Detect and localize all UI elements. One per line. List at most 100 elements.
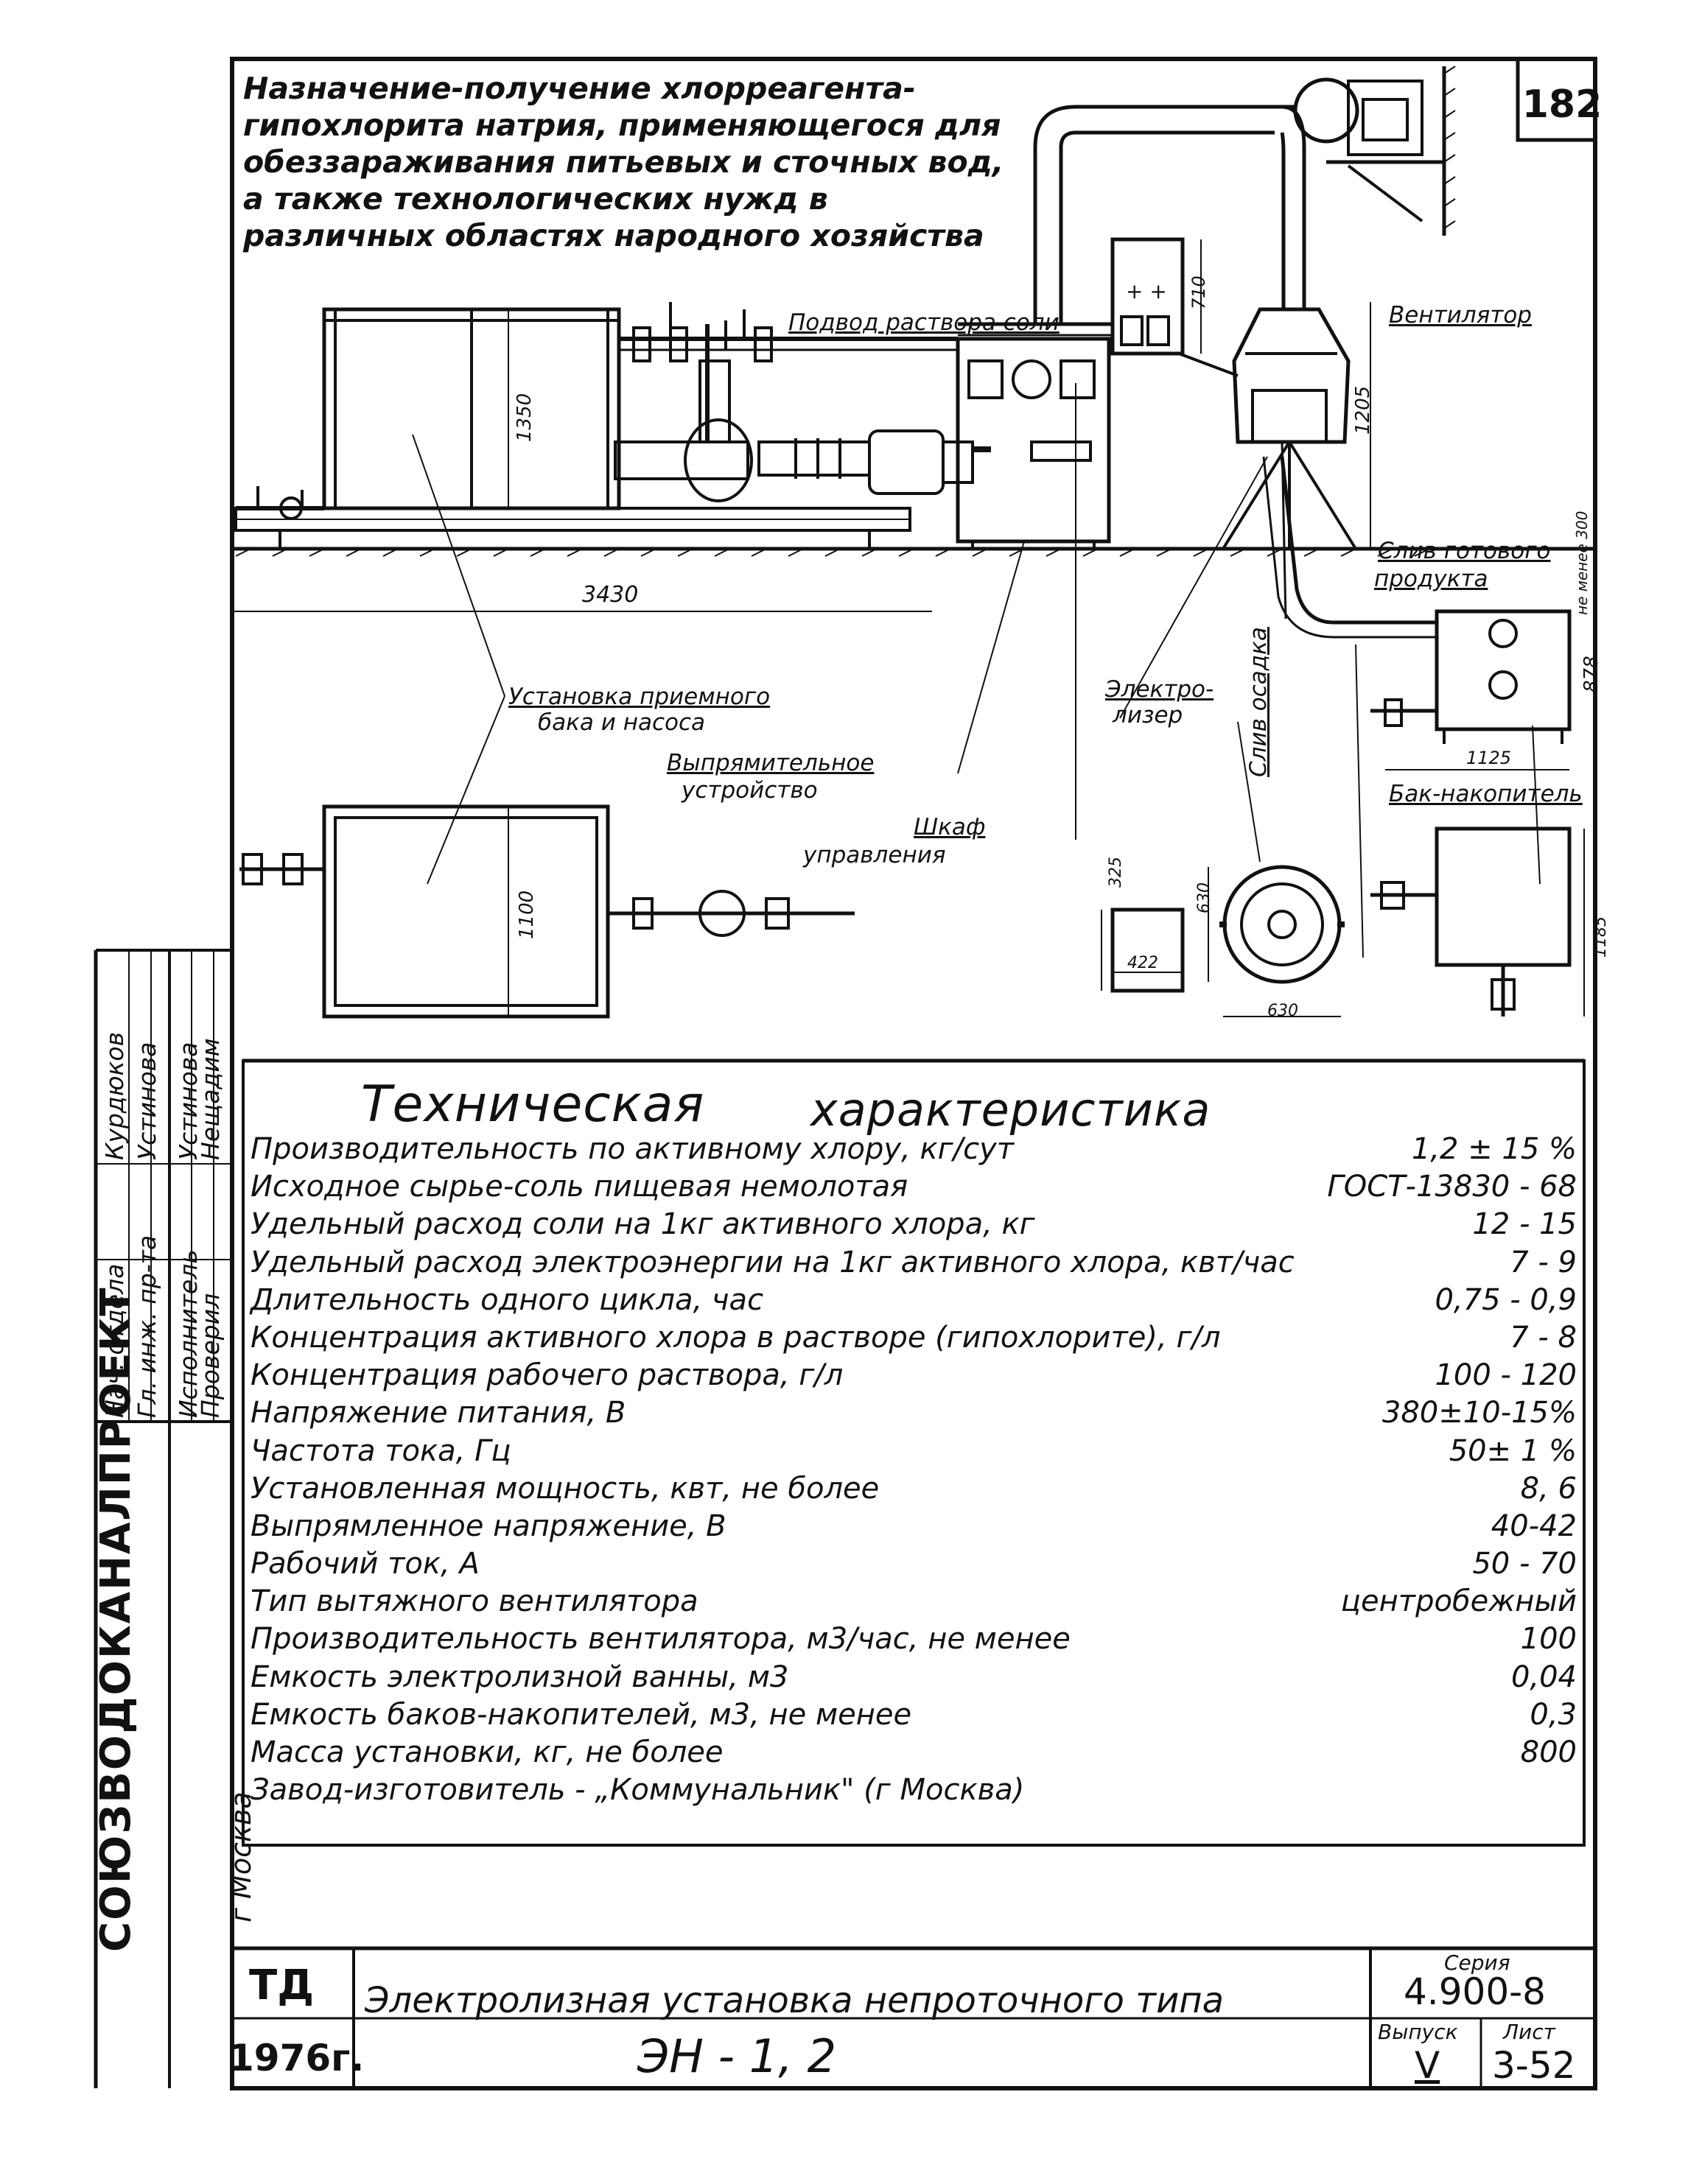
label-electrolyzer-2: лизер	[1113, 702, 1183, 728]
drawing-title: Электролизная установка непроточного тип…	[365, 1980, 1225, 2021]
spec-label: Емкость баков-накопителей, м3, не менее	[251, 1697, 912, 1732]
sheet-frame	[230, 57, 1597, 2090]
svg-text:+ +: + +	[1126, 279, 1167, 303]
spec-value: 800	[1520, 1735, 1577, 1769]
spec-row: Производительность вентилятора, м3/час, …	[251, 1621, 1591, 1658]
sheet-value: 3-52	[1492, 2044, 1576, 2087]
label-control-cabinet: Шкаф	[914, 814, 986, 840]
product-drain-pipe	[1262, 456, 1437, 639]
receiving-tank-elevation	[234, 307, 911, 549]
spec-row: Производительность по активному хлору, к…	[251, 1131, 1591, 1168]
spec-row: Рабочий ток, А 50 - 70	[251, 1545, 1591, 1583]
label-storage-tank: Бак-накопитель	[1389, 781, 1583, 807]
label-tank-pump-2: бака и насоса	[538, 709, 706, 736]
label-salt-supply: Подвод раствора соли	[788, 309, 1060, 336]
spec-value: 50 - 70	[1472, 1547, 1577, 1581]
spec-frame	[242, 1059, 1586, 1847]
ground-line	[232, 547, 1595, 557]
spec-label: Масса установки, кг, не более	[251, 1735, 724, 1769]
spec-row: Удельный расход соли на 1кг активного хл…	[251, 1206, 1591, 1243]
fan-duct	[1033, 105, 1306, 324]
spec-label: Напряжение питания, В	[251, 1396, 626, 1430]
spec-label: Производительность по активному хлору, к…	[251, 1132, 1015, 1166]
spec-title-b: характеристика	[810, 1083, 1211, 1137]
spec-value: 7 - 9	[1510, 1245, 1577, 1279]
dim-1100: 1100	[516, 890, 538, 939]
dim-878: 878	[1580, 656, 1603, 692]
dim-325: 325	[1107, 857, 1125, 888]
spec-value: 1,2 ± 15 %	[1411, 1132, 1577, 1166]
sheet-number-box	[1516, 57, 1597, 142]
spec-label: Рабочий ток, А	[251, 1547, 480, 1581]
sheet-number: 182	[1521, 82, 1603, 127]
spec-value: ГОСТ-13830 - 68	[1327, 1170, 1577, 1204]
spec-label: Тип вытяжного вентилятора	[251, 1584, 698, 1619]
storage-tank-elevation	[1370, 609, 1572, 744]
organization-city: г Москва	[225, 1791, 257, 1923]
spec-row: Концентрация активного хлора в растворе …	[251, 1319, 1591, 1357]
spec-value: 0,75 - 0,9	[1435, 1282, 1577, 1317]
label-product-drain: Слив готового	[1378, 538, 1551, 564]
label-electrolyzer: Электро-	[1105, 676, 1214, 703]
series-label: Серия	[1444, 1950, 1510, 1975]
electrolyzer-elevation	[1222, 307, 1357, 619]
dim-1205: 1205	[1352, 385, 1374, 435]
dim-630-b: 630	[1267, 1002, 1298, 1020]
receiving-tank-plan	[239, 804, 855, 1019]
spec-value: центробежный	[1340, 1584, 1577, 1619]
name-chief-engineer: Устинова	[133, 1042, 161, 1160]
doc-year: 1976г.	[228, 2037, 365, 2079]
role-checked: Проверил	[196, 1293, 225, 1418]
spec-row: Удельный расход электроэнергии на 1кг ак…	[251, 1244, 1591, 1282]
dim-1350: 1350	[514, 393, 536, 442]
spec-row: Завод-изготовитель - „Коммунальник" (г М…	[251, 1772, 1591, 1809]
spec-label: Удельный расход соли на 1кг активного хл…	[251, 1207, 1035, 1242]
spec-row: Емкость баков-накопителей, м3, не менее 0…	[251, 1696, 1591, 1734]
spec-label: Длительность одного цикла, час	[251, 1282, 764, 1317]
spec-value: 100 - 120	[1435, 1358, 1577, 1393]
dim-710: 710	[1188, 275, 1209, 309]
spec-value: 7 - 8	[1510, 1320, 1577, 1355]
fan-unit	[1293, 66, 1456, 236]
role-chief-engineer: Гл. инж. пр-та	[133, 1235, 161, 1418]
spec-label: Концентрация активного хлора в растворе …	[251, 1320, 1221, 1355]
spec-value: 40-42	[1491, 1509, 1577, 1543]
spec-value: 0,3	[1530, 1697, 1577, 1732]
spec-value: 380±10-15%	[1381, 1396, 1577, 1430]
label-control-cabinet-2: управления	[803, 842, 946, 868]
dim-1125: 1125	[1466, 748, 1512, 768]
spec-row: Длительность одного цикла, час 0,75 - 0,9	[251, 1282, 1591, 1319]
spec-row: Напряжение питания, В 380±10-15%	[251, 1394, 1591, 1432]
spec-row: Тип вытяжного вентилятора центробежный	[251, 1583, 1591, 1621]
spec-label: Удельный расход электроэнергии на 1кг ак…	[251, 1245, 1295, 1279]
spec-label: Частота тока, Гц	[251, 1433, 511, 1468]
role-dept-head: Нач. отдела	[100, 1263, 129, 1418]
issue-value: V	[1415, 2044, 1440, 2087]
spec-value: 8, 6	[1520, 1471, 1577, 1506]
spec-row: Исходное сырье-соль пищевая немолотая ГОС…	[251, 1168, 1591, 1206]
label-sediment-drain: Слив осадка	[1245, 627, 1272, 777]
spec-value: 0,04	[1510, 1660, 1577, 1694]
name-checked: Нещадим	[196, 1038, 225, 1160]
spec-title-a: Техническая	[361, 1075, 705, 1134]
series-value: 4.900-8	[1404, 1970, 1546, 2013]
dim-min-300: не менее 300	[1573, 510, 1591, 615]
tank-drain-valve	[236, 486, 324, 520]
spec-label: Исходное сырье-соль пищевая немолотая	[251, 1170, 908, 1204]
spec-label: Завод-изготовитель - „Коммунальник" (г М…	[251, 1773, 1025, 1808]
label-product-drain-2: продукта	[1374, 566, 1488, 592]
label-tank-pump: Установка приемного	[508, 684, 771, 710]
side-title-strip	[94, 949, 232, 2088]
control-cabinet-drawing	[956, 337, 1111, 549]
purpose-note: Назначение-получение хлорреагента-гипохл…	[243, 71, 1004, 253]
leader-lines	[412, 383, 1541, 958]
label-rectifier-2: устройство	[682, 777, 818, 804]
model-designation: ЭН - 1, 2	[637, 2029, 837, 2083]
doc-type-td: ТД	[249, 1962, 315, 2009]
electrolyzer-power-box: + +	[1107, 237, 1239, 412]
